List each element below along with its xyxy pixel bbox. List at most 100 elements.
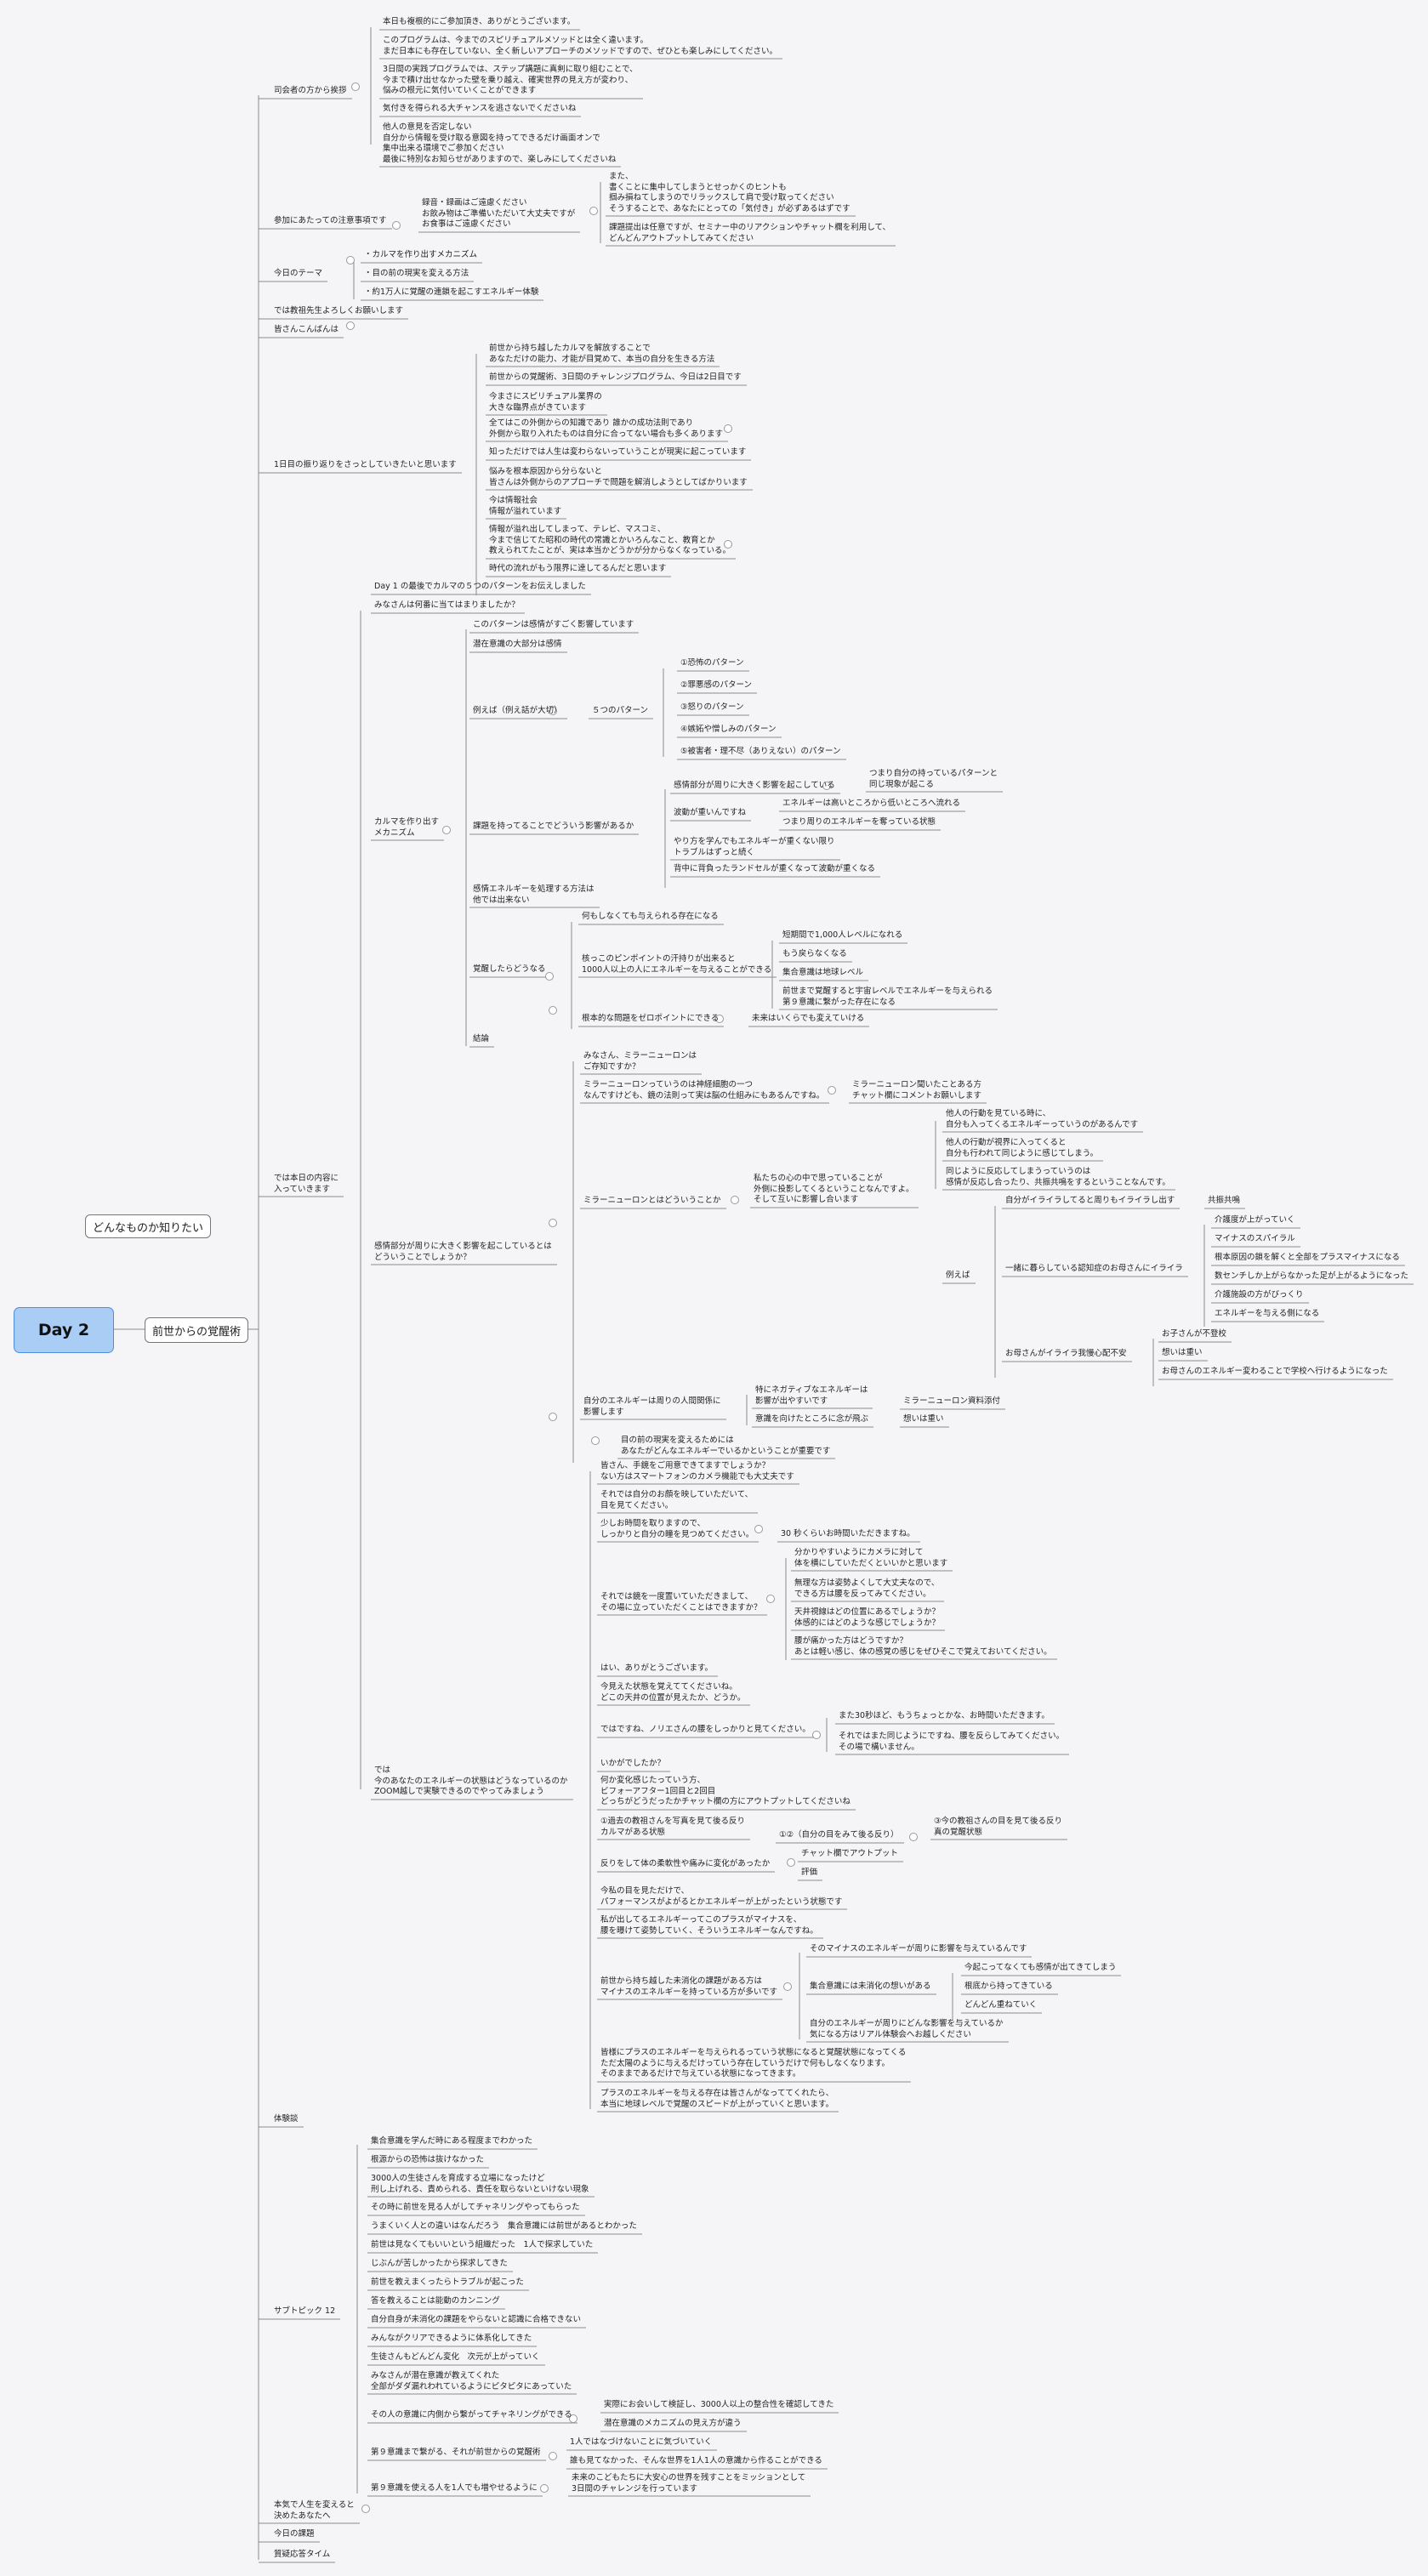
example-item[interactable]: お母さんがイライラ我慢心配不安 <box>1005 1349 1127 1358</box>
topic-notes[interactable]: 参加にあたっての注意事項です <box>274 216 387 225</box>
example-item[interactable]: エネルギーを与える側になる <box>1215 1309 1320 1318</box>
greeting-item[interactable]: 他人の意見を否定しない 自分から情報を受け取る意図を持ってできるだけ画面オンで … <box>383 122 617 164</box>
karma-mechanism[interactable]: カルマを作り出す メカニズム <box>374 817 440 838</box>
effect-item[interactable]: 波動が重いんですね <box>674 808 747 817</box>
mirror-item[interactable]: 他人の行動が視界に入ってくると 自分も行われて同じように感じてしまう。 <box>946 1138 1099 1158</box>
energy-item[interactable]: チャット欄でアウトプット <box>801 1849 898 1858</box>
awake-item[interactable]: 集合意識は地球レベル <box>782 968 864 977</box>
energy-item[interactable]: ③今の教祖さんの目を見て後る反り 真の覚醒状態 <box>934 1817 1063 1837</box>
energy-item[interactable]: 今見えた状態を覚えててくださいね。 どこの天井の位置が見えたか、どうか。 <box>600 1682 746 1703</box>
topic-review[interactable]: 1日目の振り返りをさっとしていきたいと思います <box>274 460 457 469</box>
sub-item[interactable]: その人の意識に内側から繋がってチャネリングができる <box>371 2410 572 2420</box>
energy-item[interactable]: 腰が痛かった方はどうですか？ あとは軽い感じ、体の感覚の感じをぜひそこで覚えてお… <box>794 1636 1052 1657</box>
example-item[interactable]: 介護施設の方がびっくり <box>1215 1290 1304 1299</box>
greeting-item[interactable]: このプログラムは、今までのスピリチュアルメソッドとは全く違います。 まだ日本にも… <box>383 36 777 56</box>
theme-item[interactable]: ・目の前の現実を変える方法 <box>364 269 469 278</box>
energy-item[interactable]: ①過去の教祖さんを写真を見て後る反り カルマがある状態 <box>600 1817 746 1837</box>
mirror-item[interactable]: 特にネガティブなエネルギーは 影響が出やすいです <box>755 1385 868 1406</box>
hub-node[interactable]: 前世からの覚醒術 <box>145 1317 248 1343</box>
example-item[interactable]: マイナスのスパイラル <box>1215 1234 1295 1243</box>
notes-sub[interactable]: 課題提出は任意ですが、セミナー中のリアクションやチャット欄を利用して、 どんどん… <box>609 223 890 243</box>
mirror-item[interactable]: 自分のエネルギーは周りの人間関係に 影響します <box>583 1396 721 1417</box>
awake-item[interactable]: 未来はいくらでも変えていける <box>752 1014 865 1023</box>
topic-content[interactable]: では本日の内容に 入っていきます <box>274 1174 339 1194</box>
review-item[interactable]: 今まさにスピリチュアル業界の 大きな臨界点がきています <box>489 392 602 412</box>
energy-item[interactable]: 30 秒くらいお時間いただきますね。 <box>781 1529 915 1538</box>
energy-item[interactable]: 自分のエネルギーが周りにどんな影響を与えているか 気になる方はリアル体験会へお越… <box>810 2019 1004 2039</box>
example-item[interactable]: 根本原因の鎖を解くと全部をプラスマイナスになる <box>1215 1253 1400 1262</box>
sub-item[interactable]: 答を教えることは能動のカンニング <box>371 2296 500 2306</box>
sub-item[interactable]: 潜在意識のメカニズムの見え方が違う <box>604 2419 742 2428</box>
energy-item[interactable]: それでは自分のお顔を映していただいて、 目を見てください。 <box>600 1490 754 1510</box>
review-item[interactable]: 情報が溢れ出してしまって、テレビ、マスコミ、 今まで信じてた昭和の時代の常識とか… <box>489 525 731 555</box>
side-topic-node[interactable]: どんなものか知りたい <box>85 1214 211 1238</box>
sub-item[interactable]: 根源からの恐怖は抜けなかった <box>371 2155 485 2164</box>
pattern-item[interactable]: ③怒りのパターン <box>680 702 744 712</box>
sub-item[interactable]: みなさんが潜在意識が教えてくれた 全部がダダ漏れわれているようにピタピタにあって… <box>371 2371 572 2391</box>
energy-item[interactable]: 皆さん、手鏡をご用意できてますでしょうか？ ない方はスマートフォンのカメラ機能で… <box>600 1461 794 1481</box>
sub-item[interactable]: 第９意識を使える人を1人でも増やせるように <box>371 2483 538 2493</box>
energy-topic[interactable]: では 今のあなたのエネルギーの状態はどうなっているのか ZOOM越しで実験できる… <box>374 1766 568 1796</box>
example-item[interactable]: 共振共鳴 <box>1208 1196 1241 1205</box>
theme-item[interactable]: ・カルマを作り出すメカニズム <box>364 250 478 259</box>
mirror-item[interactable]: 他人の行動を見ている時に、 自分も入ってくるエネルギーっていうのがあるんです <box>946 1109 1139 1129</box>
pattern-item[interactable]: ②罪悪感のパターン <box>680 680 753 690</box>
pattern-item[interactable]: ④嫉妬や憎しみのパターン <box>680 725 777 734</box>
awake-item[interactable]: 核っこのピンポイントの汗持りが出来ると 1000人以上の人にエネルギーを与えるこ… <box>582 954 772 975</box>
energy-item[interactable]: 集合意識には未消化の想いがある <box>810 1982 931 1991</box>
pattern-item[interactable]: ①恐怖のパターン <box>680 658 744 668</box>
mirror-example[interactable]: 例えば <box>946 1271 970 1280</box>
sub-item[interactable]: 3000人の生徒さんを育成する立場になったけど 刑し上げれる、責められる、責任を… <box>371 2174 589 2194</box>
example-item[interactable]: 介護度が上がっていく <box>1215 1215 1295 1225</box>
sub-item[interactable]: 前世は見なくてもいいという組織だった 1人で探求していた <box>371 2240 594 2249</box>
effect-item[interactable]: 背中に背負ったランドセルが重くなって波動が重くなる <box>674 864 876 873</box>
karma-item[interactable]: ５つのパターン <box>592 706 649 715</box>
topic-homework[interactable]: 今日の課題 <box>274 2529 315 2539</box>
topic-for-you[interactable]: 本気で人生を変えると 決めたあなたへ <box>274 2500 355 2521</box>
review-item[interactable]: 今は情報社会 情報が溢れています <box>489 496 562 516</box>
energy-item[interactable]: 天井視線はどの位置にあるでしょうか？ 体感的にはどのような感じでしょうか？ <box>794 1607 941 1628</box>
energy-item[interactable]: はい、ありがとうございます。 <box>600 1663 714 1673</box>
energy-item[interactable]: 前世から持ち越した未消化の課題がある方は マイナスのエネルギーを持っている方が多… <box>600 1976 778 1997</box>
energy-item[interactable]: そのマイナスのエネルギーが周りに影響を与えているんです <box>810 1944 1027 1953</box>
review-item[interactable]: 時代の流れがもう限界に達してるんだと思います <box>489 564 667 573</box>
awake-item[interactable]: 前世まで覚醒すると宇宙レベルでエネルギーを与えられる 第９意識に繋がった存在にな… <box>782 987 993 1007</box>
topic-theme[interactable]: 今日のテーマ <box>274 269 323 278</box>
review-item[interactable]: 全てはこの外側からの知識であり 誰かの成功法則であり 外側から取り入れたものは自… <box>489 418 724 439</box>
awake-item[interactable]: 何もしなくても与えられる存在になる <box>582 912 719 921</box>
topic-qa[interactable]: 質疑応答タイム <box>274 2550 331 2559</box>
energy-item[interactable]: また30秒ほど、もうちょっとかな、お時間いただきます。 <box>839 1711 1050 1720</box>
pattern-item[interactable]: ⑤被害者・理不尽（ありえない）のパターン <box>680 747 841 756</box>
example-item[interactable]: 一緒に暮らしている認知症のお母さんにイライラ <box>1005 1264 1183 1273</box>
effect-item[interactable]: つまり自分の持っているパターンと 同じ現象が起こる <box>869 769 998 789</box>
theme-item[interactable]: ・約1万人に覚醒の連鎖を起こすエネルギー体験 <box>364 287 539 297</box>
mirror-item[interactable]: みなさん、ミラーニューロンは ご存知ですか？ <box>583 1051 697 1072</box>
sub-item[interactable]: 実際にお会いして検証し、3000人以上の整合性を確認してきた <box>604 2400 834 2409</box>
review-item[interactable]: 悩みを根本原因から分らないと 皆さんは外側からのアプローチで問題を解消しようとし… <box>489 467 748 487</box>
greeting-item[interactable]: 3日間の実践プログラムでは、ステップ講題に真剣に取り組むことで、 今まで積け出せ… <box>383 65 638 95</box>
energy-item[interactable]: ではですね、ノリエさんの腰をしっかりと見てください。 <box>600 1725 811 1734</box>
energy-item[interactable]: 少しお時間を取りますので、 しっかりと自分の瞳を見つめてください。 <box>600 1519 754 1539</box>
notes-sub[interactable]: また、 書くことに集中してしまうとせっかくのヒントも 掴み損ねてしまうのでリラッ… <box>609 172 851 213</box>
energy-item[interactable]: ①②（自分の目をみて後る反り） <box>779 1830 899 1840</box>
karma-item[interactable]: 潜在意識の大部分は感情 <box>473 640 562 649</box>
mirror-item[interactable]: 私たちの心の中で思っていることが 外側に投影してくるということなんですよ。 そし… <box>754 1174 914 1204</box>
effect-item[interactable]: 感情部分が周りに大きく影響を起こしている <box>674 781 835 790</box>
mirror-item[interactable]: ミラーニューロンとはどういうことか <box>583 1196 721 1205</box>
example-item[interactable]: お母さんのエネルギー変わることで学校へ行けるようになった <box>1162 1367 1388 1376</box>
sub-item[interactable]: うまくいく人との違いはなんだろう 集合意識には前世があるとわかった <box>371 2221 637 2231</box>
example-item[interactable]: お子さんが不登校 <box>1162 1329 1227 1339</box>
sub-item[interactable]: 未来のこどもたちに大安心の世界を残すことをミッションとして 3日間のチャレンジを… <box>572 2473 806 2494</box>
review-item[interactable]: 前世から持ち越したカルマを解放することで あなただけの能力、才能が目覚めて、本当… <box>489 344 715 364</box>
content-item[interactable]: みなさんは何番に当てはまりましたか？ <box>374 600 520 610</box>
effect-item[interactable]: エネルギーは高いところから低いところへ流れる <box>782 799 961 808</box>
karma-item[interactable]: このパターンは感情がすごく影響しています <box>473 620 634 629</box>
sub-item[interactable]: その時に前世を見る人がしてチャネリングやってもらった <box>371 2203 580 2212</box>
example-item[interactable]: 想いは重い <box>1162 1348 1203 1357</box>
awake-item[interactable]: もう戻らなくなる <box>782 949 847 958</box>
greeting-item[interactable]: 気付きを得られる大チャンスを逃さないでくださいね <box>383 104 577 113</box>
sub-item[interactable]: 1人ではなづけないことに気づいていく <box>570 2437 713 2447</box>
review-item[interactable]: 知っただけでは人生は変わらないっていうことが現実に起こっています <box>489 447 747 457</box>
karma-item[interactable]: 覚醒したらどうなる <box>473 964 546 974</box>
sub-item[interactable]: 第９意識まで繋がる、それが前世からの覚醒術 <box>371 2448 541 2457</box>
